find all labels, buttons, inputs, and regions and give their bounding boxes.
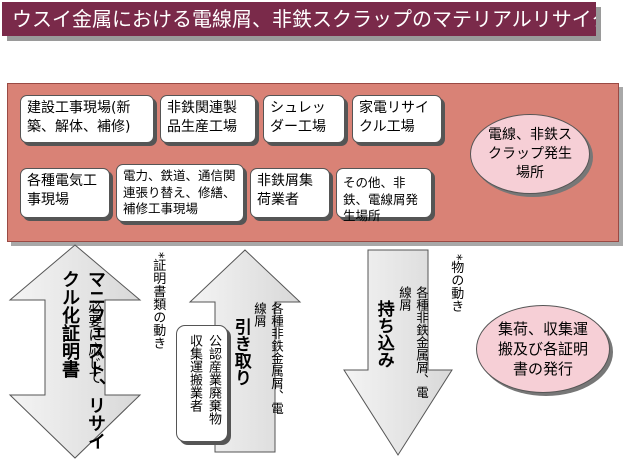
middle-arrow-main-text: 引き取り	[230, 318, 251, 386]
left-arrow-main-text: マニフェスト、リサイクル化証明書	[59, 270, 106, 450]
middle-arrow-detail-text: 各種非鉄金属屑、電線屑	[252, 302, 284, 415]
source-box-infrastructure-work: 電力、鉄道、通信関連張り替え、修繕、補修工事現場	[116, 164, 244, 222]
page-title: ウスイ金属における電線屑、非鉄スクラップのマテリアルリサイクル	[2, 2, 596, 36]
right-arrow-main-text: 持ち込み	[373, 300, 394, 368]
source-box-appliance-recycling: 家電リサイクル工場	[352, 95, 442, 143]
arrow-bring-in-down	[343, 249, 453, 456]
source-box-other: その他、非鉄、電線屑発生場所	[336, 168, 432, 223]
source-box-shredder: シュレッダー工場	[263, 95, 345, 143]
note-goods: *物の動き	[448, 254, 464, 313]
collector-box: 公認産業廃棄物収集運搬業者	[176, 325, 228, 442]
note-documents: *証明書類の動き	[150, 252, 166, 350]
left-arrow-small-text: 必要に応じて	[86, 300, 103, 384]
source-box-electrical-work: 各種電気工事現場	[20, 168, 110, 218]
source-box-nonferrous-factory: 非鉄関連製品生産工場	[160, 95, 256, 143]
source-box-scrap-collector: 非鉄屑集荷業者	[250, 168, 330, 218]
source-box-construction: 建設工事現場(新築、解体、補修)	[20, 95, 154, 143]
right-arrow-detail-text: 各種非鉄金属屑、電線屑	[397, 286, 429, 399]
source-ellipse: 電線、非鉄スクラップ発生場所	[470, 114, 590, 194]
hub-ellipse: 集荷、収集運搬及び各証明書の発行	[476, 305, 610, 393]
arrow-documents-bidirectional	[8, 244, 142, 459]
